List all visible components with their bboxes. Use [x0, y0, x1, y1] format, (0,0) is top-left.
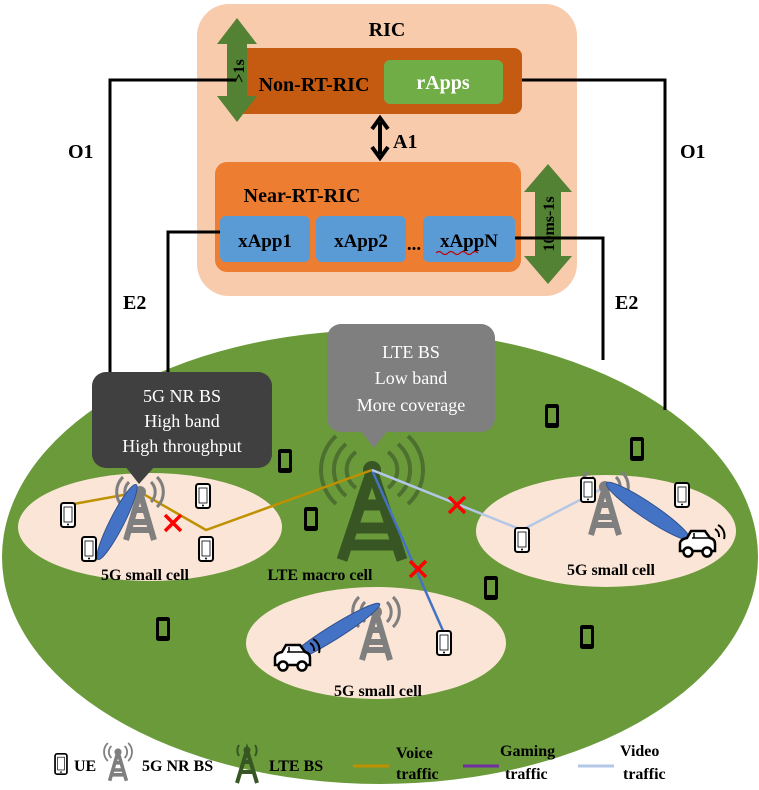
gaming-traffic-link	[370, 469, 446, 634]
ms-label: 10ms-1s	[541, 196, 558, 251]
macro-ue-icon	[545, 404, 559, 428]
xapp-label-n: xAppN	[440, 231, 498, 252]
e2-right-line	[515, 236, 605, 360]
ue-icon	[580, 477, 596, 503]
legend-gaming-label-2: traffic	[505, 766, 548, 783]
near-rt-ric-label: Near-RT-RIC	[244, 185, 361, 207]
ue-icon	[514, 527, 530, 553]
legend-lte-tower-icon	[235, 743, 259, 784]
xapp-box-n	[423, 216, 515, 262]
e2-left-line	[166, 230, 220, 372]
legend-video-label-1: Video	[620, 743, 659, 760]
ue-icon	[60, 502, 76, 528]
lte-callout-line-3: More coverage	[357, 395, 465, 415]
legend-video-label-2: traffic	[623, 766, 666, 783]
legend-ue-icon	[54, 752, 68, 776]
spellcheck-squiggle	[435, 250, 479, 256]
legend-nr-tower-icon	[102, 741, 134, 783]
ue-icon	[198, 536, 214, 562]
ric-title: RIC	[369, 19, 406, 41]
nr-bs-callout: 5G NR BS High band High throughput	[92, 372, 272, 484]
lte-callout-line-2: Low band	[375, 368, 447, 388]
macro-ue-icon	[580, 625, 594, 649]
o1-left-label: O1	[68, 141, 94, 163]
macro-ue-icon	[484, 576, 498, 600]
a1-label: A1	[393, 131, 417, 153]
ms-double-arrow	[524, 164, 572, 284]
legend-ue-label: UE	[74, 758, 96, 775]
legend-nr-bs-label: 5G NR BS	[142, 758, 213, 775]
non-rt-ric-label: Non-RT-RIC	[259, 74, 370, 96]
nr-callout-line-1: 5G NR BS	[143, 386, 221, 406]
rapps-box	[384, 60, 503, 104]
nr-callout-line-2: High band	[144, 411, 220, 431]
macro-ue-icon	[630, 437, 644, 461]
legend-voice-label-2: traffic	[396, 766, 439, 783]
xapp-box-1	[220, 216, 310, 262]
macro-ue-icon	[156, 617, 170, 641]
right-small-cell	[476, 475, 736, 587]
gt1s-double-arrow	[217, 18, 257, 122]
e2-right-label: E2	[615, 292, 638, 314]
ue-icon	[81, 536, 97, 562]
legend: UE 5G NR BS LTE BS Voice traffic Gaming …	[54, 741, 666, 784]
legend-voice-label-1: Voice	[396, 745, 433, 762]
o1-right-label: O1	[680, 141, 706, 163]
lte-bs-callout: LTE BS Low band More coverage	[327, 324, 495, 448]
right-small-cell-label: 5G small cell	[567, 562, 656, 579]
xapp-label-1: xApp1	[238, 231, 292, 252]
ue-icon	[674, 482, 690, 508]
xapp-label-2: xApp2	[334, 231, 388, 252]
legend-lte-bs-label: LTE BS	[269, 758, 323, 775]
lte-callout-line-1: LTE BS	[382, 342, 440, 362]
o1-right-line	[522, 78, 667, 410]
macro-ue-icon	[278, 449, 292, 473]
voice-traffic-link	[67, 468, 373, 532]
gt1s-label: >1s	[231, 59, 248, 82]
e2-left-label: E2	[123, 292, 146, 314]
rapps-label: rApps	[416, 72, 470, 94]
macro-cell-label: LTE macro cell	[268, 567, 373, 584]
macro-ue-icon	[304, 507, 318, 531]
bottom-small-cell-label: 5G small cell	[334, 683, 423, 700]
ue-icon	[436, 630, 452, 656]
ue-icon	[195, 483, 211, 509]
a1-arrow	[370, 114, 390, 162]
left-small-cell-label: 5G small cell	[101, 567, 190, 584]
o1-left-line	[108, 78, 236, 374]
nr-callout-line-3: High throughput	[122, 436, 242, 456]
beam-left-icon	[96, 483, 138, 561]
xapp-ellipsis: ...	[407, 234, 421, 255]
legend-gaming-label-1: Gaming	[500, 743, 555, 760]
xapp-box-2	[316, 216, 406, 262]
blocked-markers	[163, 495, 467, 579]
